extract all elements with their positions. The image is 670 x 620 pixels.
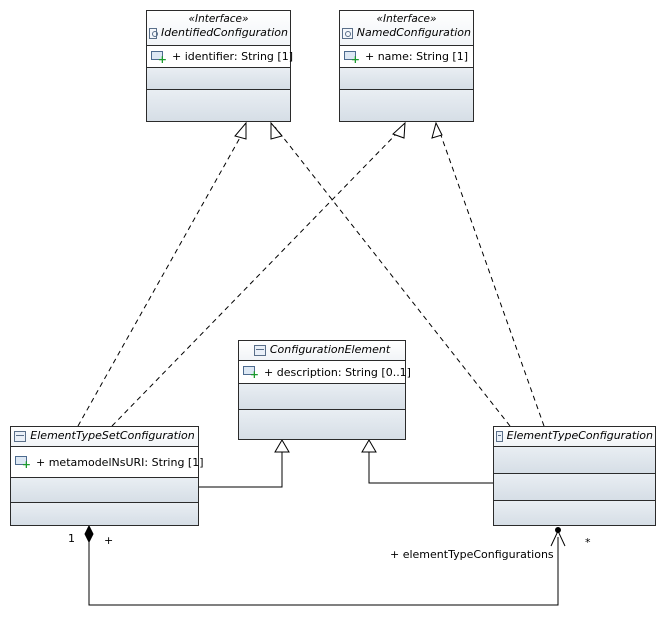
class-name: IdentifiedConfiguration bbox=[161, 26, 288, 39]
class-header: «Interface» IdentifiedConfiguration bbox=[147, 11, 290, 46]
composition-association bbox=[88, 537, 559, 606]
class-icon bbox=[253, 344, 266, 356]
extra-compartment bbox=[11, 503, 198, 525]
generalization-arrowhead bbox=[274, 439, 290, 453]
composition-diamond bbox=[84, 524, 94, 544]
attribute-row[interactable]: + + identifier: String [1] bbox=[147, 46, 293, 68]
class-element-type-configuration[interactable]: ElementTypeConfiguration bbox=[493, 426, 656, 526]
class-name: ElementTypeConfiguration bbox=[506, 429, 653, 442]
operations-compartment bbox=[147, 68, 290, 90]
attribute-row[interactable]: + + metamodelNsURI: String [1] bbox=[11, 447, 204, 478]
operations-compartment bbox=[340, 68, 473, 90]
extra-compartment bbox=[340, 90, 473, 121]
property-icon: + bbox=[243, 366, 259, 380]
extra-compartment bbox=[239, 410, 405, 439]
realization-arrowhead bbox=[270, 121, 283, 140]
class-element-type-set-configuration[interactable]: ElementTypeSetConfiguration + + metamode… bbox=[10, 426, 204, 526]
stereotype-label: «Interface» bbox=[376, 13, 437, 25]
realization-arrowhead bbox=[392, 121, 406, 139]
realization-arrowhead bbox=[234, 121, 247, 140]
realization-typeconfig-named bbox=[437, 126, 545, 427]
class-header: ElementTypeConfiguration bbox=[494, 427, 655, 447]
class-icon bbox=[496, 430, 503, 442]
source-multiplicity: 1 bbox=[68, 532, 75, 545]
attribute-text: + identifier: String [1] bbox=[172, 50, 293, 63]
generalization-typeset bbox=[199, 452, 283, 488]
operations-compartment bbox=[11, 478, 198, 503]
realization-arrowhead bbox=[431, 121, 443, 139]
attribute-text: + metamodelNsURI: String [1] bbox=[36, 455, 204, 469]
class-name: ConfigurationElement bbox=[269, 343, 391, 356]
operations-compartment bbox=[494, 474, 655, 501]
generalization-arrowhead bbox=[361, 439, 377, 453]
extra-compartment bbox=[494, 501, 655, 525]
interface-icon bbox=[342, 27, 353, 39]
class-identified-configuration[interactable]: «Interface» IdentifiedConfiguration + + … bbox=[146, 10, 293, 122]
target-role-label: + elementTypeConfigurations bbox=[390, 548, 554, 561]
realization-typeset-named bbox=[111, 126, 404, 427]
realization-typeset-identified bbox=[77, 126, 247, 427]
interface-icon bbox=[149, 27, 159, 39]
class-header: «Interface» NamedConfiguration bbox=[340, 11, 473, 46]
class-named-configuration[interactable]: «Interface» NamedConfiguration + + name:… bbox=[339, 10, 474, 122]
stereotype-label: «Interface» bbox=[188, 13, 249, 25]
class-configuration-element[interactable]: ConfigurationElement + + description: St… bbox=[238, 340, 411, 440]
navigability-arrow bbox=[550, 529, 566, 547]
property-icon: + bbox=[151, 50, 167, 65]
attribute-row[interactable]: + + description: String [0..1] bbox=[239, 361, 411, 384]
attribute-text: + description: String [0..1] bbox=[264, 365, 411, 379]
extra-compartment bbox=[147, 90, 290, 121]
class-header: ElementTypeSetConfiguration bbox=[11, 427, 198, 447]
source-visibility: + bbox=[104, 534, 114, 547]
class-header: ConfigurationElement bbox=[239, 341, 405, 361]
attribute-row[interactable]: + + name: String [1] bbox=[340, 46, 473, 68]
target-multiplicity: * bbox=[585, 536, 591, 549]
attributes-compartment bbox=[494, 447, 655, 474]
generalization-typeconfig bbox=[368, 452, 493, 484]
class-icon bbox=[14, 430, 27, 442]
attribute-text: + name: String [1] bbox=[365, 50, 469, 63]
realization-typeconfig-identified bbox=[274, 126, 511, 427]
class-name: NamedConfiguration bbox=[356, 26, 471, 39]
operations-compartment bbox=[239, 384, 405, 410]
class-name: ElementTypeSetConfiguration bbox=[30, 429, 195, 442]
property-icon: + bbox=[15, 456, 31, 470]
property-icon: + bbox=[344, 50, 360, 65]
